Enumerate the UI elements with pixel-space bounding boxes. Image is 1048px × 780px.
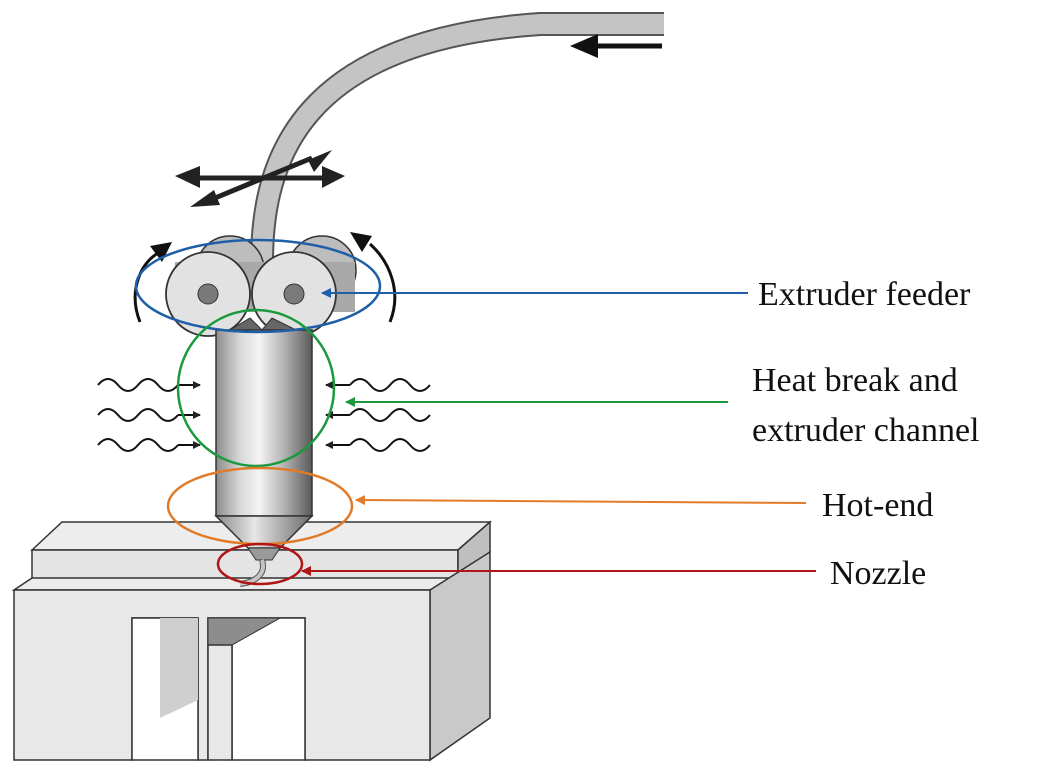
nozzle-highlight (216, 542, 304, 586)
hot-end-label: Hot-end (822, 487, 934, 524)
extruder-feeder-label: Extruder feeder (758, 276, 971, 313)
heat-break-highlight (176, 308, 336, 468)
extruder-feeder-highlight (134, 238, 382, 334)
hot-end-leader (355, 495, 807, 506)
filament (250, 11, 664, 263)
filament-direction-arrow-icon (570, 34, 662, 58)
xy-motion-arrows-icon (175, 150, 345, 207)
heat-break-label-line1: Heat break and (752, 362, 958, 399)
heat-wave-icon (97, 378, 431, 452)
nozzle-label: Nozzle (830, 555, 927, 592)
extruder-rollers (165, 235, 357, 337)
heat-break-label-line2: extruder channel (752, 412, 980, 449)
print-bed (11, 520, 492, 762)
extruder-barrel (214, 317, 314, 587)
